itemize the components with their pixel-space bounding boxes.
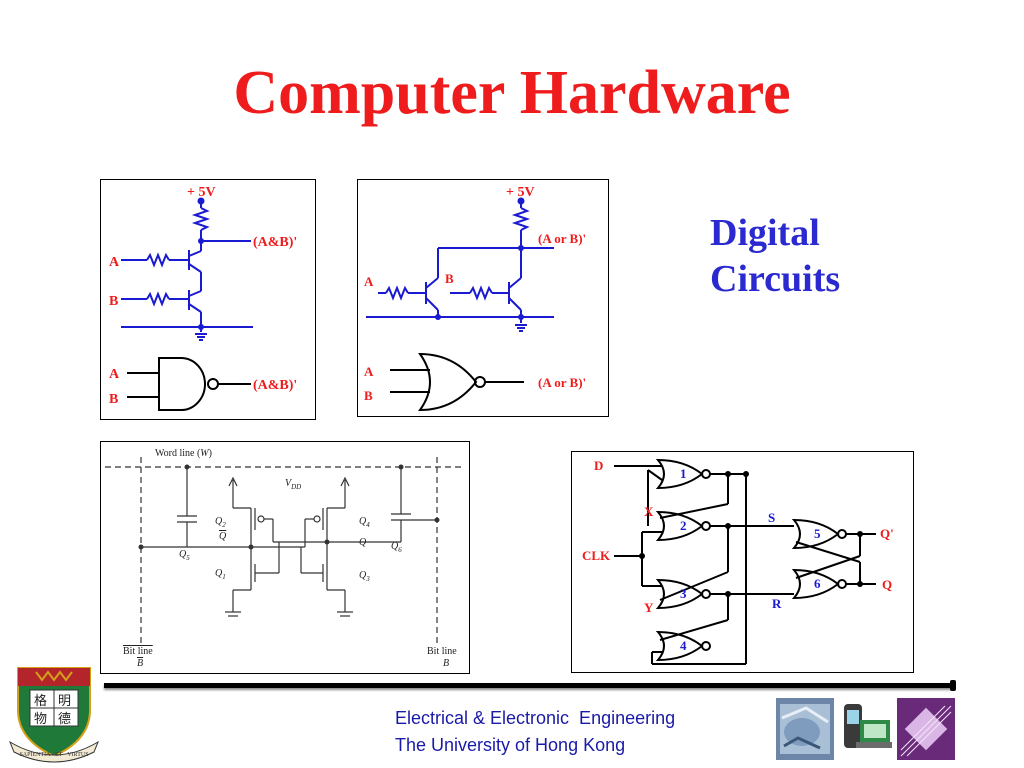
gate-6-label: 6 bbox=[814, 576, 821, 591]
crest-motto: SAPIENTIA · ET · VIRTUS bbox=[19, 752, 88, 758]
bit-line-left-symbol: B bbox=[137, 658, 143, 669]
nor-input-b-label: B bbox=[445, 271, 454, 286]
university-crest-icon: 格 明 物 德 SAPIENTIA · ET · VIRTUS bbox=[8, 667, 100, 763]
sram-cell-panel: Word line (W) VDD Q2 Q Q4 Q Q5 Q6 Q1 Q3 … bbox=[100, 441, 470, 674]
nor-output-label: (A or B)' bbox=[538, 231, 586, 246]
y-label: Y bbox=[644, 600, 654, 615]
crest-char-3: 物 bbox=[34, 712, 47, 727]
gate-4-label: 4 bbox=[680, 638, 687, 653]
mobile-phone-icon bbox=[836, 698, 894, 760]
q-prime-label: Q' bbox=[880, 526, 894, 541]
nand-input-b-label: B bbox=[109, 294, 118, 309]
gate-2-label: 2 bbox=[680, 518, 687, 533]
microchip-photo-icon bbox=[897, 698, 955, 760]
q1-label: Q1 bbox=[215, 568, 226, 581]
q-label: Q bbox=[359, 537, 367, 548]
bit-line-right-symbol: B bbox=[443, 658, 449, 669]
crest-char-2: 明 bbox=[58, 694, 71, 709]
q3-label: Q3 bbox=[359, 570, 370, 583]
flipflop-circuit-diagram: 1 2 3 4 5 6 S R D X CLK Y Q' Q bbox=[582, 458, 894, 665]
circuit-board-photo-icon bbox=[776, 698, 834, 760]
r-label: R bbox=[772, 596, 782, 611]
footer-rule bbox=[104, 680, 956, 691]
nor-gate-input-b-label: B bbox=[364, 388, 373, 403]
flipflop-circuit-panel: 1 2 3 4 5 6 S R D X CLK Y Q' Q bbox=[571, 451, 914, 673]
subtitle: Digital Circuits bbox=[710, 210, 840, 302]
subtitle-line-2: Circuits bbox=[710, 258, 841, 300]
crest-char-4: 德 bbox=[58, 712, 71, 727]
s-label: S bbox=[768, 510, 775, 525]
q2-label: Q2 bbox=[215, 516, 226, 529]
nor-vcc-label: + 5V bbox=[506, 185, 535, 200]
clk-label: CLK bbox=[582, 548, 611, 563]
gate-1-label: 1 bbox=[680, 466, 687, 481]
nand-circuit-panel: + 5V (A&B)' A B A B (A&B)' bbox=[100, 179, 316, 420]
nand-gate-output-label: (A&B)' bbox=[253, 378, 297, 393]
footer-department: Electrical & Electronic Engineering bbox=[395, 708, 676, 728]
footer-university: The University of Hong Kong bbox=[395, 735, 626, 755]
nand-circuit-diagram: + 5V (A&B)' A B A B (A&B)' bbox=[109, 185, 297, 411]
nor-gate-input-a-label: A bbox=[364, 364, 374, 379]
vdd-label: VDD bbox=[285, 478, 301, 491]
subtitle-line-1: Digital bbox=[710, 212, 820, 254]
nor-gate-output-label: (A or B)' bbox=[538, 375, 586, 390]
nor-input-a-label: A bbox=[364, 274, 374, 289]
nor-circuit-panel: + 5V (A or B)' A B A B (A or B)' bbox=[357, 179, 609, 417]
footer-text: Electrical & Electronic Engineering The … bbox=[395, 705, 675, 759]
gate-3-label: 3 bbox=[680, 586, 687, 601]
d-label: D bbox=[594, 458, 603, 473]
crest-char-1: 格 bbox=[34, 693, 47, 709]
bit-line-left-label: Bit line bbox=[123, 646, 153, 657]
word-line-label: Word line (W) bbox=[155, 448, 212, 459]
nor-circuit-diagram: + 5V (A or B)' A B A B (A or B)' bbox=[364, 185, 586, 412]
x-label: X bbox=[644, 504, 654, 519]
nand-vcc-label: + 5V bbox=[187, 185, 216, 200]
gate-5-label: 5 bbox=[814, 526, 821, 541]
bit-line-right-label: Bit line bbox=[427, 646, 457, 657]
nand-gate-input-a-label: A bbox=[109, 367, 120, 382]
nand-gate-input-b-label: B bbox=[109, 392, 118, 407]
q-output-label: Q bbox=[882, 577, 892, 592]
slide-title: Computer Hardware bbox=[233, 59, 791, 127]
q6-label: Q6 bbox=[391, 541, 402, 554]
nand-input-a-label: A bbox=[109, 255, 120, 270]
q-bar-label: Q bbox=[219, 531, 227, 542]
q5-label: Q5 bbox=[179, 549, 190, 562]
sram-cell-diagram: Word line (W) VDD Q2 Q Q4 Q Q5 Q6 Q1 Q3 … bbox=[105, 448, 465, 669]
nand-output-label: (A&B)' bbox=[253, 235, 297, 250]
q4-label: Q4 bbox=[359, 516, 370, 529]
